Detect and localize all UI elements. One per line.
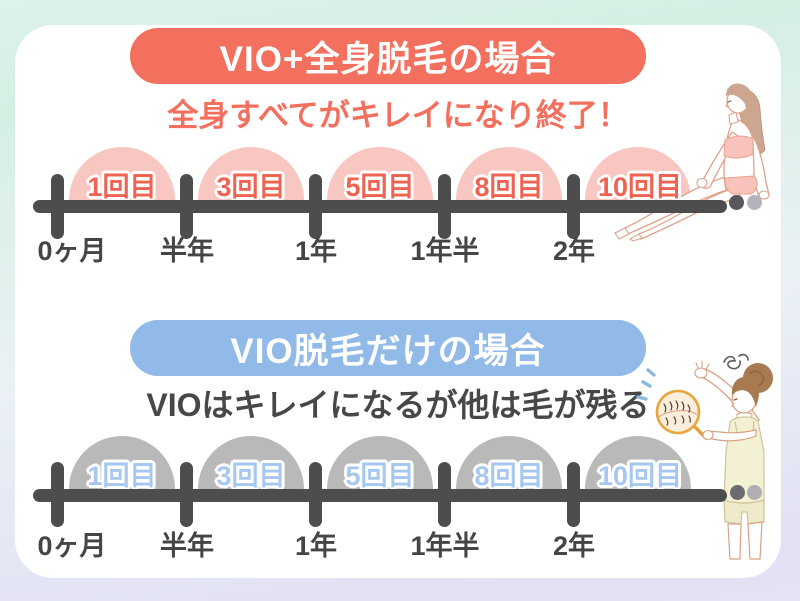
time-label: 1年半 <box>410 236 480 266</box>
section-title-text: VIO脱毛だけの場合 <box>230 331 546 371</box>
timeline-tick <box>567 462 580 527</box>
time-label: 1年 <box>294 531 338 561</box>
timeline-tick <box>438 174 451 239</box>
ellipsis-dot <box>747 195 762 210</box>
woman-sitting-illustration <box>614 83 770 242</box>
timeline-axis <box>33 489 727 502</box>
section-title-full-body: VIO+全身脱毛の場合 <box>130 28 646 84</box>
time-label: 2年 <box>552 531 596 561</box>
time-label: 1年 <box>294 236 338 266</box>
timeline-tick <box>309 462 322 527</box>
session-label: 5回目 <box>345 461 415 491</box>
timeline-axis <box>33 200 727 213</box>
timeline-tick <box>180 174 193 239</box>
time-label: 1年半 <box>410 531 480 561</box>
session-label: 1回目 <box>87 172 157 202</box>
time-label: 半年 <box>160 531 214 561</box>
woman-checking-arm-hair-illustration <box>636 353 773 560</box>
section-subtitle-full-body: 全身すべてがキレイになり終了！ <box>167 98 629 133</box>
session-label: 5回目 <box>345 172 415 202</box>
ellipsis-dot <box>729 195 744 210</box>
timeline-tick <box>309 174 322 239</box>
timeline-tick <box>180 462 193 527</box>
section-title-text: VIO+全身脱毛の場合 <box>219 39 557 79</box>
time-label: 0ヶ月 <box>37 236 107 266</box>
time-label: 2年 <box>552 236 596 266</box>
timeline-tick <box>567 174 580 239</box>
session-label: 10回目 <box>597 172 683 202</box>
session-label: 8回目 <box>474 461 544 491</box>
session-label: 3回目 <box>216 461 286 491</box>
timeline-tick <box>51 174 64 239</box>
session-label: 3回目 <box>216 172 286 202</box>
ellipsis-dot <box>730 485 745 500</box>
time-label: 半年 <box>160 236 214 266</box>
session-label: 1回目 <box>87 461 157 491</box>
session-label: 8回目 <box>474 172 544 202</box>
section-subtitle-vio-only: VIOはキレイになるが他は毛が残る <box>146 387 650 423</box>
time-label: 0ヶ月 <box>37 531 107 561</box>
session-label: 10回目 <box>597 461 683 491</box>
timeline-tick <box>51 462 64 527</box>
timeline-tick <box>438 462 451 527</box>
ellipsis-dot <box>747 485 762 500</box>
section-title-vio-only: VIO脱毛だけの場合 <box>130 320 646 376</box>
